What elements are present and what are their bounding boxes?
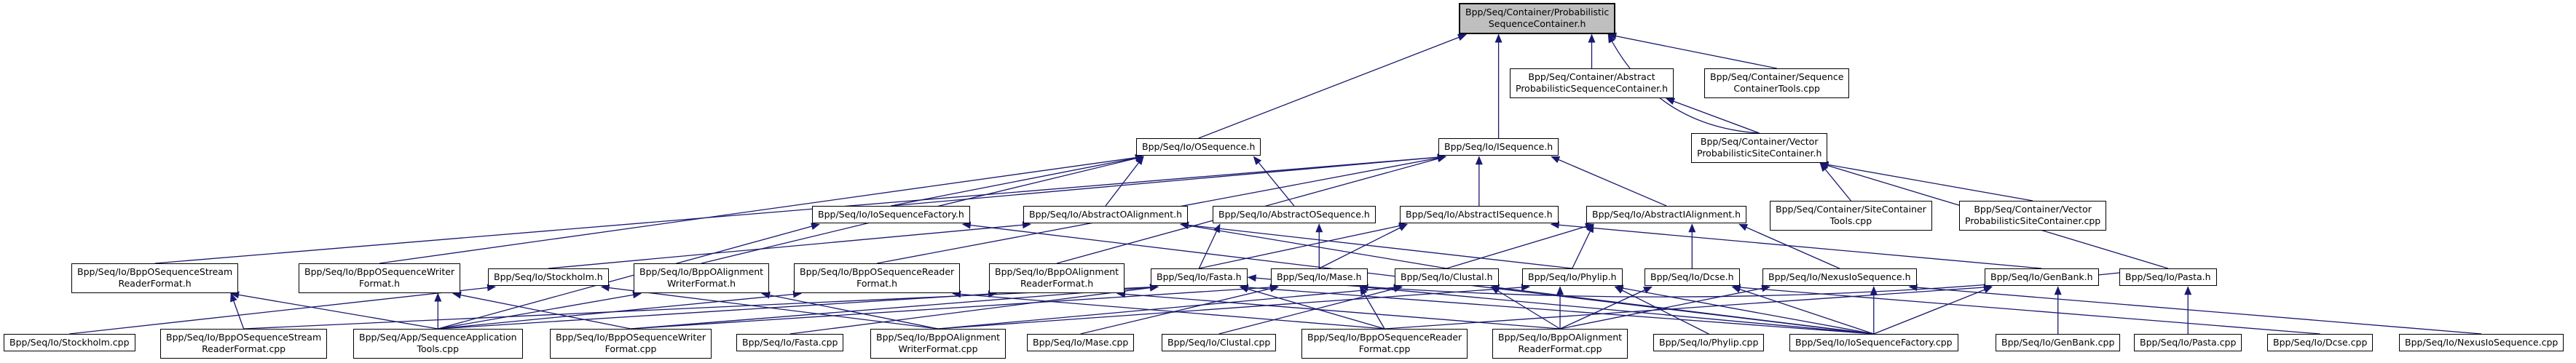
node-dcse-cpp[interactable]: Bpp/Seq/Io/Dcse.cpp [2267, 334, 2374, 352]
node-bppo-alignment-writer-format-cpp[interactable]: Bpp/Seq/Io/BppOAlignment WriterFormat.cp… [870, 329, 1007, 359]
node-vector-probabilistic-site-container-cpp[interactable]: Bpp/Seq/Container/Vector ProbabilisticSi… [1959, 201, 2107, 231]
include-edge [1116, 290, 1561, 330]
node-phylip-h[interactable]: Bpp/Seq/Io/Phylip.h [1522, 268, 1623, 287]
include-edge [1180, 221, 1572, 269]
node-sequence-application-tools-cpp[interactable]: Bpp/Seq/App/SequenceApplication Tools.cp… [353, 329, 523, 359]
node-fasta-cpp[interactable]: Bpp/Seq/Io/Fasta.cpp [736, 334, 844, 352]
include-edge [1819, 161, 2033, 202]
node-abstract-o-sequence-h[interactable]: Bpp/Seq/Io/AbstractOSequence.h [1213, 206, 1376, 224]
node-abstract-i-alignment-h[interactable]: Bpp/Seq/Io/AbstractIAlignment.h [1586, 206, 1747, 224]
node-sequence-container-tools-cpp[interactable]: Bpp/Seq/Container/Sequence ContainerTool… [1704, 68, 1850, 98]
node-bppo-sequence-writer-format-cpp[interactable]: Bpp/Seq/Io/BppOSequenceWriter Format.cpp [550, 329, 712, 359]
node-bppo-alignment-reader-format-h[interactable]: Bpp/Seq/Io/BppOAlignment ReaderFormat.h [989, 263, 1125, 293]
node-bppo-sequence-stream-reader-format-h[interactable]: Bpp/Seq/Io/BppOSequenceStream ReaderForm… [71, 263, 239, 293]
node-stockholm-h[interactable]: Bpp/Seq/Io/Stockholm.h [488, 268, 609, 287]
include-edge [1490, 286, 1561, 330]
node-pasta-cpp[interactable]: Bpp/Seq/Io/Pasta.cpp [2134, 334, 2242, 352]
include-edge [438, 290, 997, 330]
node-dcse-h[interactable]: Bpp/Seq/Io/Dcse.h [1645, 268, 1740, 287]
include-edge [1384, 284, 1993, 330]
include-edge [1253, 156, 1295, 207]
node-bppo-sequence-reader-format-cpp[interactable]: Bpp/Seq/Io/BppOSequenceReader Format.cpp [1301, 329, 1468, 359]
node-abstract-probabilistic-sequence-container-h[interactable]: Bpp/Seq/Container/Abstract Probabilistic… [1510, 68, 1674, 98]
node-io-sequence-factory-cpp[interactable]: Bpp/Seq/Io/IoSequenceFactory.cpp [1789, 334, 1958, 352]
include-edge [1666, 97, 1760, 134]
include-edge [891, 153, 1446, 207]
node-genbank-cpp[interactable]: Bpp/Seq/Io/GenBank.cpp [1996, 334, 2121, 352]
include-edge [1607, 32, 1777, 69]
include-edge [1572, 223, 1594, 269]
include-edge [789, 284, 1159, 335]
node-pasta-h[interactable]: Bpp/Seq/Io/Pasta.h [2119, 268, 2217, 287]
include-edge [243, 283, 1159, 330]
node-abstract-i-sequence-h[interactable]: Bpp/Seq/Io/AbstractISequence.h [1400, 206, 1559, 224]
node-genbank-h[interactable]: Bpp/Seq/Io/GenBank.h [1985, 268, 2099, 287]
include-edge [548, 221, 1031, 269]
include-edge [1607, 33, 1760, 134]
include-edge [1731, 284, 2320, 335]
include-edge [438, 223, 820, 330]
node-site-container-tools-cpp[interactable]: Bpp/Seq/Container/SiteContainer Tools.cp… [1770, 201, 1932, 231]
node-bppo-sequence-reader-format-h[interactable]: Bpp/Seq/Io/BppOSequenceReader Format.h [794, 263, 961, 293]
include-edge [1873, 286, 1993, 335]
include-edge [379, 153, 1144, 264]
node-isequence-h[interactable]: Bpp/Seq/Io/ISequence.h [1438, 138, 1559, 156]
include-edge [1559, 286, 1653, 330]
include-edge [230, 292, 245, 330]
include-edge [1080, 284, 1279, 335]
node-clustal-cpp[interactable]: Bpp/Seq/Io/Clustal.cpp [1162, 334, 1277, 352]
node-vector-probabilistic-site-container-h[interactable]: Bpp/Seq/Container/Vector ProbabilisticSi… [1691, 133, 1828, 163]
include-edge [1318, 223, 1408, 269]
include-edge [630, 283, 1279, 330]
node-bppo-alignment-reader-format-cpp[interactable]: Bpp/Seq/Io/BppOAlignment ReaderFormat.cp… [1492, 329, 1628, 359]
include-edge [1550, 221, 2042, 269]
include-edge [1359, 284, 1874, 335]
node-io-sequence-factory-h[interactable]: Bpp/Seq/Io/IoSequenceFactory.h [812, 206, 970, 224]
node-bppo-sequence-stream-reader-format-cpp[interactable]: Bpp/Seq/Io/BppOSequenceStream ReaderForm… [160, 329, 328, 359]
node-nexus-io-sequence-h[interactable]: Bpp/Seq/Io/NexusIoSequence.h [1762, 268, 1917, 287]
include-edge [1559, 284, 1770, 330]
include-edge [1218, 285, 1403, 335]
include-edge [938, 284, 1530, 330]
node-clustal-h[interactable]: Bpp/Seq/Io/Clustal.h [1395, 268, 1499, 287]
node-stockholm-cpp[interactable]: Bpp/Seq/Io/Stockholm.cpp [4, 334, 135, 352]
node-osequence-h[interactable]: Bpp/Seq/Io/OSequence.h [1136, 138, 1261, 156]
node-phylip-cpp[interactable]: Bpp/Seq/Io/Phylip.cpp [1653, 334, 1765, 352]
include-edge [1446, 223, 1594, 269]
node-bppo-sequence-writer-format-h[interactable]: Bpp/Seq/Io/BppOSequenceWriter Format.h [299, 263, 461, 293]
include-edge [438, 291, 642, 330]
node-bppo-alignment-writer-format-h[interactable]: Bpp/Seq/Io/BppOAlignment WriterFormat.h [634, 263, 770, 293]
include-edge [937, 284, 1403, 330]
include-edge [1198, 223, 1221, 269]
include-edge [891, 154, 1144, 207]
include-edge [1551, 156, 1667, 207]
node-fasta-h[interactable]: Bpp/Seq/Io/Fasta.h [1151, 268, 1248, 287]
include-edge [1614, 286, 1709, 335]
include-edge [1180, 222, 1447, 269]
include-edge [1731, 285, 1874, 335]
include-edge [1198, 33, 1467, 139]
include-edge [230, 291, 438, 330]
node-mase-h[interactable]: Bpp/Seq/Io/Mase.h [1271, 268, 1368, 287]
include-edge [1199, 222, 1408, 269]
include-edge [1908, 284, 2482, 335]
include-edge [1738, 223, 1840, 269]
node-mase-cpp[interactable]: Bpp/Seq/Io/Mase.cpp [1027, 334, 1135, 352]
include-edge [1819, 162, 1851, 202]
include-edge [1490, 284, 1874, 335]
node-nexus-io-sequence-cpp[interactable]: Bpp/Seq/Io/NexusIoSequence.cpp [2399, 334, 2564, 352]
include-edge [154, 153, 1446, 264]
node-probabilistic-sequence-container-h: Bpp/Seq/Container/Probabilistic Sequence… [1459, 3, 1616, 34]
node-abstract-o-alignment-h[interactable]: Bpp/Seq/Io/AbstractOAlignment.h [1023, 206, 1189, 224]
